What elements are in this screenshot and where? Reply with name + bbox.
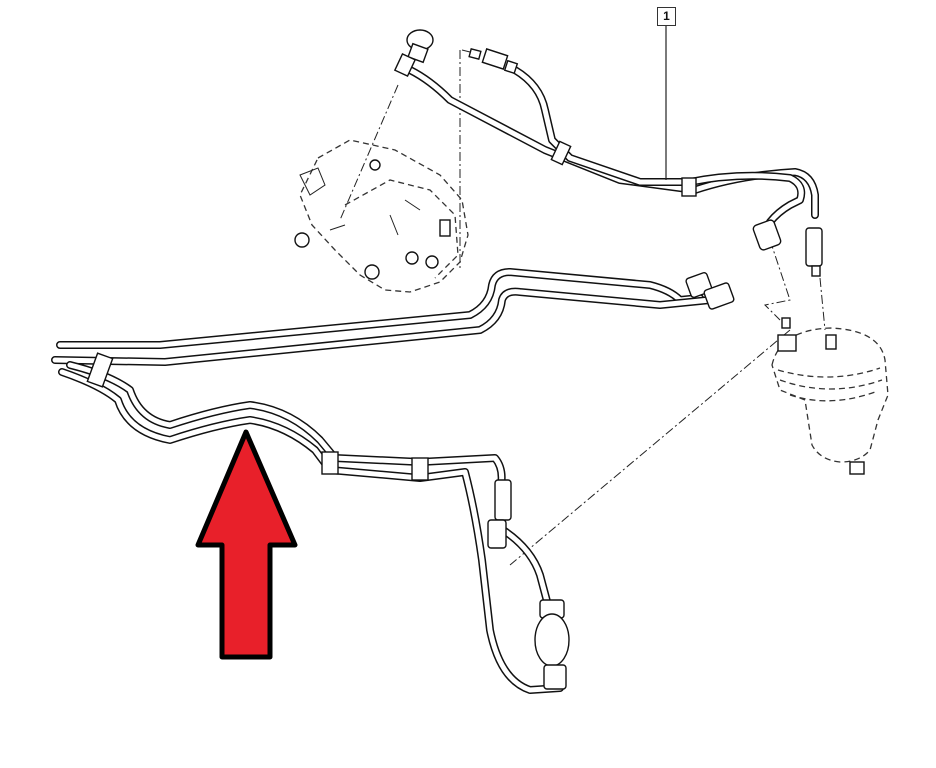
filter-connectors [752, 219, 823, 277]
pipe-clip [681, 177, 697, 197]
pipe-clip [86, 352, 114, 388]
inline-connector-top [468, 47, 519, 75]
quick-connectors [685, 271, 735, 310]
pipe-clip [550, 140, 572, 166]
injection-pump [294, 139, 469, 293]
callout-number: 1 [657, 7, 676, 26]
pipe-clip [411, 457, 429, 481]
fuel-line-bundle [51, 268, 714, 694]
hand-primer-bulb [487, 479, 570, 690]
red-arrow-icon [195, 429, 298, 660]
fuel-filter [771, 317, 889, 475]
pump-banjo-connector [393, 29, 434, 78]
upper-fuel-line [406, 66, 819, 226]
alignment-lines [339, 49, 826, 566]
pipe-clip [321, 451, 339, 475]
